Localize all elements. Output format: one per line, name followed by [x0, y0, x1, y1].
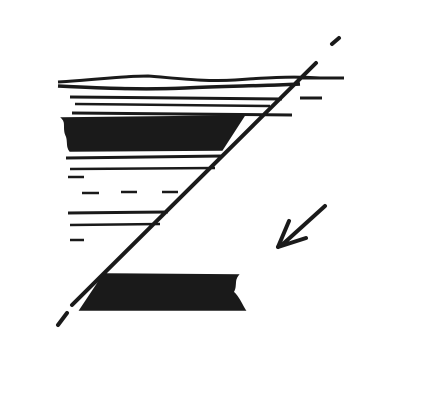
- movement-arrow-icon: [276, 204, 327, 249]
- fault-plane-line: [56, 36, 341, 327]
- rock-strata-layers: [65, 95, 322, 242]
- stratum-line: [69, 166, 216, 171]
- stratum-line: [69, 222, 161, 227]
- thick-dark-bed-upper: [60, 115, 246, 152]
- stratum-line: [74, 102, 271, 108]
- stratum-line: [71, 111, 293, 117]
- ground-surface-line: [57, 74, 344, 91]
- stratum-line: [67, 210, 169, 215]
- stratum-line: [65, 154, 223, 160]
- thick-dark-bed-lower: [78, 273, 247, 311]
- stratum-line: [69, 95, 283, 101]
